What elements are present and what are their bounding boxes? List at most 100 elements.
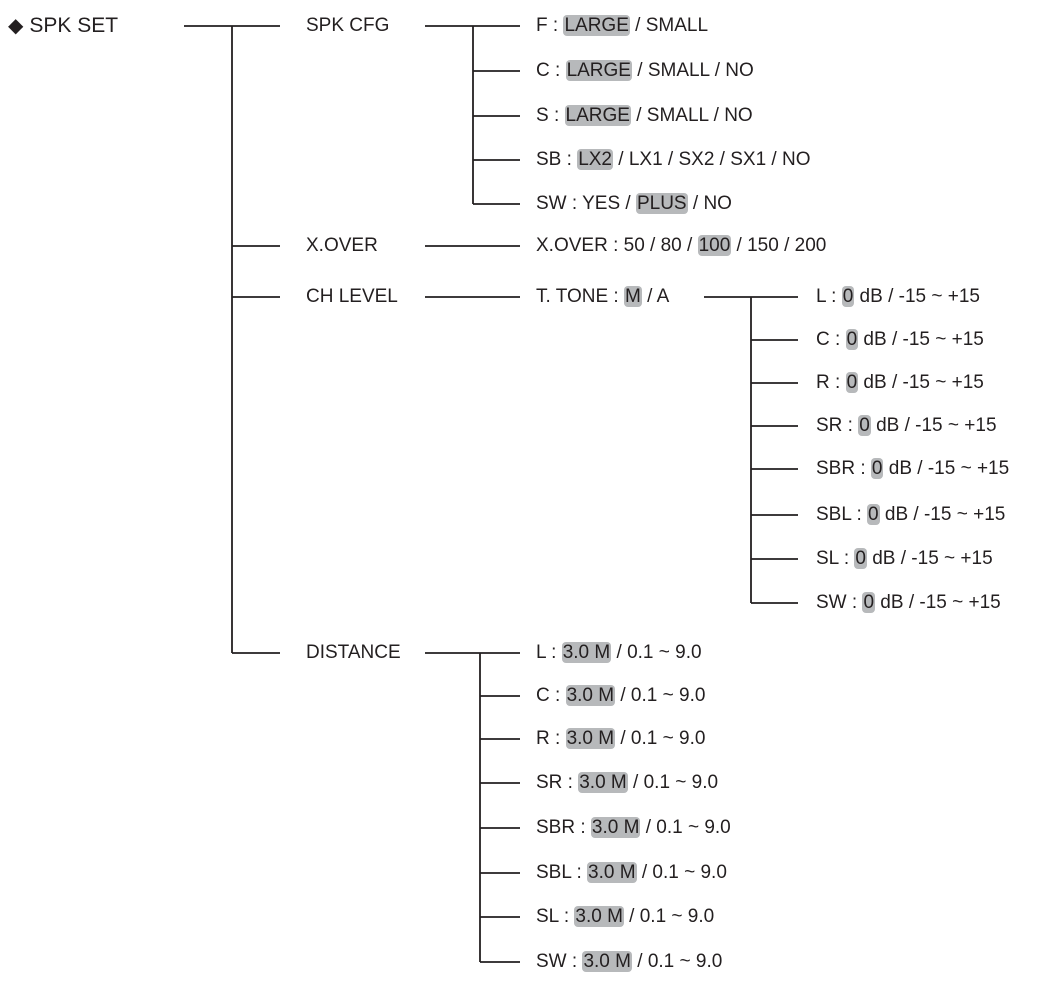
option-text: / SMALL / NO	[631, 60, 754, 81]
option-text: dB / -15 ~ +15	[879, 504, 1006, 525]
option-text: R :	[816, 372, 846, 393]
root-label: SPK SET	[29, 14, 119, 37]
x-over-option: X.OVER : 50 / 80 / 100 / 150 / 200	[536, 233, 826, 259]
option-text: / 0.1 ~ 9.0	[623, 906, 715, 927]
option-text: dB / -15 ~ +15	[858, 329, 984, 350]
default-value-highlight: M	[624, 286, 642, 307]
option-text: / SMALL / NO	[630, 105, 753, 126]
default-value-highlight: LARGE	[564, 105, 631, 126]
option-text: dB / -15 ~ +15	[875, 592, 1001, 613]
option-text: R :	[536, 728, 566, 749]
distance-option: SBL : 3.0 M / 0.1 ~ 9.0	[536, 860, 727, 886]
ch-level-option: SW : 0 dB / -15 ~ +15	[816, 590, 1001, 616]
option-text: / 150 / 200	[731, 235, 827, 256]
branch-ch-level: CH LEVEL	[306, 286, 398, 307]
default-value-highlight: 0	[858, 415, 871, 436]
option-text: SBR :	[536, 817, 591, 838]
ch-level-option: C : 0 dB / -15 ~ +15	[816, 327, 984, 353]
option-text: / SMALL	[629, 15, 709, 36]
default-value-highlight: PLUS	[635, 193, 688, 214]
option-text: SBR :	[816, 458, 871, 479]
option-text: L :	[816, 286, 842, 307]
option-text: dB / -15 ~ +15	[866, 548, 993, 569]
default-value-highlight: 3.0 M	[561, 642, 612, 663]
option-text: / 0.1 ~ 9.0	[631, 951, 723, 972]
option-text: SBL :	[536, 862, 588, 883]
spk-cfg-option: SW : YES / PLUS / NO	[536, 191, 732, 217]
default-value-highlight: 3.0 M	[582, 951, 632, 972]
ch-level-option: R : 0 dB / -15 ~ +15	[816, 370, 984, 396]
distance-option: L : 3.0 M / 0.1 ~ 9.0	[536, 640, 702, 666]
option-text: SL :	[816, 548, 855, 569]
distance-option: SW : 3.0 M / 0.1 ~ 9.0	[536, 949, 722, 975]
option-text: SW : YES /	[536, 193, 636, 214]
branch-distance: DISTANCE	[306, 642, 401, 663]
default-value-highlight: LARGE	[563, 15, 630, 36]
option-text: C :	[536, 60, 566, 81]
distance-option: SR : 3.0 M / 0.1 ~ 9.0	[536, 770, 718, 796]
branch-spk-cfg: SPK CFG	[306, 15, 390, 36]
default-value-highlight: 3.0 M	[590, 817, 641, 838]
ch-level-option: SL : 0 dB / -15 ~ +15	[816, 546, 993, 572]
spk-cfg-option: S : LARGE / SMALL / NO	[536, 103, 753, 129]
option-text: / 0.1 ~ 9.0	[611, 642, 702, 663]
default-value-highlight: 100	[697, 235, 732, 256]
ch-level-option: SBR : 0 dB / -15 ~ +15	[816, 456, 1009, 482]
option-text: / 0.1 ~ 9.0	[640, 817, 731, 838]
option-text: SW :	[816, 592, 863, 613]
ch-level-option: SBL : 0 dB / -15 ~ +15	[816, 502, 1005, 528]
option-text: F :	[536, 15, 564, 36]
option-text: SB :	[536, 149, 578, 170]
option-text: / 0.1 ~ 9.0	[627, 772, 719, 793]
default-value-highlight: LARGE	[565, 60, 632, 81]
distance-option: R : 3.0 M / 0.1 ~ 9.0	[536, 726, 705, 752]
option-text: / 0.1 ~ 9.0	[615, 685, 706, 706]
option-text: SW :	[536, 951, 583, 972]
t-tone-option: T. TONE : M / A	[536, 284, 669, 310]
default-value-highlight: 0	[862, 592, 876, 613]
option-text: T. TONE :	[536, 286, 624, 307]
distance-option: SBR : 3.0 M / 0.1 ~ 9.0	[536, 815, 731, 841]
default-value-highlight: 0	[845, 372, 859, 393]
spk-cfg-option: F : LARGE / SMALL	[536, 13, 708, 39]
option-text: SBL :	[816, 504, 868, 525]
default-value-highlight: 0	[867, 504, 880, 525]
distance-option: C : 3.0 M / 0.1 ~ 9.0	[536, 683, 705, 709]
spk-cfg-option: C : LARGE / SMALL / NO	[536, 58, 754, 84]
option-text: / 0.1 ~ 9.0	[636, 862, 727, 883]
option-text: / NO	[687, 193, 732, 214]
ch-level-option: L : 0 dB / -15 ~ +15	[816, 284, 980, 310]
branch-x-over: X.OVER	[306, 235, 378, 256]
option-text: / A	[641, 286, 670, 307]
option-text: dB / -15 ~ +15	[870, 415, 997, 436]
root-node: ◆SPK SET	[8, 13, 118, 39]
default-value-highlight: 0	[854, 548, 867, 569]
option-text: dB / -15 ~ +15	[883, 458, 1010, 479]
default-value-highlight: LX2	[577, 149, 613, 170]
option-text: SR :	[536, 772, 579, 793]
default-value-highlight: 0	[841, 286, 855, 307]
option-text: dB / -15 ~ +15	[854, 286, 980, 307]
option-text: dB / -15 ~ +15	[858, 372, 984, 393]
option-text: C :	[536, 685, 566, 706]
option-text: S :	[536, 105, 565, 126]
option-text: / LX1 / SX2 / SX1 / NO	[613, 149, 811, 170]
diamond-icon: ◆	[8, 15, 24, 37]
option-text: / 0.1 ~ 9.0	[615, 728, 706, 749]
option-text: C :	[816, 329, 846, 350]
default-value-highlight: 0	[845, 329, 859, 350]
option-text: L :	[536, 642, 562, 663]
ch-level-option: SR : 0 dB / -15 ~ +15	[816, 413, 997, 439]
distance-option: SL : 3.0 M / 0.1 ~ 9.0	[536, 904, 714, 930]
option-text: SR :	[816, 415, 859, 436]
default-value-highlight: 3.0 M	[587, 862, 637, 883]
default-value-highlight: 3.0 M	[574, 906, 624, 927]
default-value-highlight: 0	[870, 458, 884, 479]
default-value-highlight: 3.0 M	[565, 728, 616, 749]
default-value-highlight: 3.0 M	[565, 685, 616, 706]
option-text: SL :	[536, 906, 575, 927]
default-value-highlight: 3.0 M	[578, 772, 628, 793]
spk-cfg-option: SB : LX2 / LX1 / SX2 / SX1 / NO	[536, 147, 810, 173]
option-text: X.OVER : 50 / 80 /	[536, 235, 698, 256]
